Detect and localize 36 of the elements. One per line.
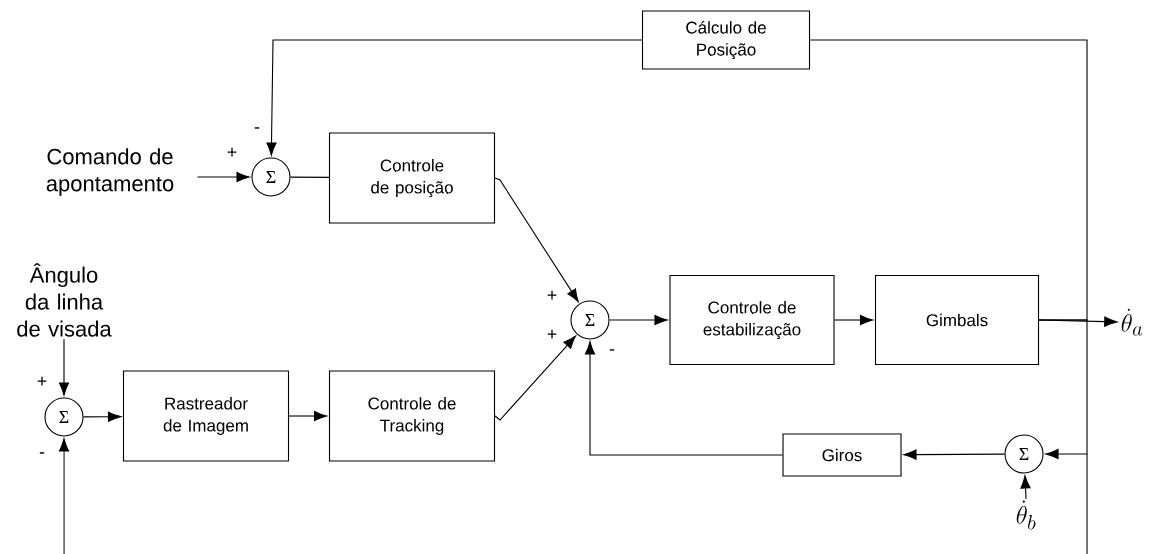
input-label: Comando de apontamento xyxy=(46,148,174,196)
arrow xyxy=(494,335,576,421)
arrow xyxy=(609,314,668,326)
sign-label: - xyxy=(609,349,615,351)
block-box: Controle de estabilização xyxy=(669,274,835,366)
block-box: Controle de posição xyxy=(328,132,496,224)
summing-junction: Σ xyxy=(1004,434,1044,474)
sign-label: - xyxy=(254,127,260,129)
sign-label: + xyxy=(227,147,237,157)
block-box: Gimbals xyxy=(874,274,1040,366)
block-box: Cálculo de Posição xyxy=(641,10,811,70)
arrow xyxy=(834,314,874,326)
input-label: Ângulo da linha de visada xyxy=(17,263,112,337)
arrow xyxy=(584,341,783,456)
summing-junction: Σ xyxy=(44,397,84,437)
summing-junction: Σ xyxy=(251,157,291,197)
arrow xyxy=(1038,319,1088,460)
sign-label: + xyxy=(37,376,47,386)
arrow xyxy=(494,177,579,303)
block-box: Giros xyxy=(782,433,902,477)
arrow xyxy=(58,338,70,396)
sign-label: + xyxy=(547,329,557,339)
sign-label: - xyxy=(39,452,45,454)
arrow xyxy=(266,39,643,156)
signal-symbol: $\dot{\theta}_a$ xyxy=(1121,308,1143,336)
arrow xyxy=(197,171,250,183)
block-box: Rastreador de Imagem xyxy=(122,370,290,462)
signal-symbol: $\dot{\theta}_b$ xyxy=(1016,500,1036,530)
arrow xyxy=(58,438,70,554)
arrow xyxy=(903,449,1005,460)
arrow xyxy=(83,411,122,422)
arrow xyxy=(288,410,328,422)
arrow xyxy=(1020,475,1031,500)
block-box: Controle de Tracking xyxy=(328,370,496,462)
sign-label: + xyxy=(547,290,557,300)
summing-junction: Σ xyxy=(570,300,610,340)
